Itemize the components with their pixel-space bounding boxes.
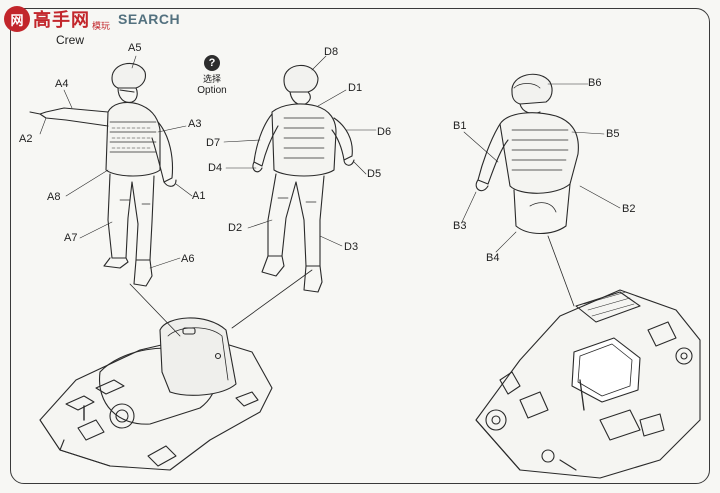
watermark-cn-text: 高手网 xyxy=(33,10,90,30)
part-label-d7: D7 xyxy=(206,137,221,149)
figure-b-soldier xyxy=(475,73,579,235)
watermark-search-text: SEARCH xyxy=(118,11,181,27)
part-label-b4: B4 xyxy=(486,252,500,264)
option-label-cn: 选择 xyxy=(202,74,221,84)
option-marker: ? 选择 Option xyxy=(190,55,234,97)
part-label-a4: A4 xyxy=(55,78,69,90)
part-label-a1: A1 xyxy=(192,190,206,202)
part-label-b5: B5 xyxy=(606,128,620,140)
figure-d-soldier xyxy=(252,64,355,293)
part-label-d2: D2 xyxy=(228,222,243,234)
leader-lines xyxy=(39,55,621,269)
watermark-logo: 网 xyxy=(4,6,30,32)
part-label-b3: B3 xyxy=(453,220,467,232)
part-label-d6: D6 xyxy=(377,126,392,138)
part-label-a3: A3 xyxy=(188,118,202,130)
part-label-d4: D4 xyxy=(208,162,223,174)
part-label-a7: A7 xyxy=(64,232,78,244)
placement-lines xyxy=(129,235,575,337)
part-label-d1: D1 xyxy=(348,82,363,94)
part-label-b1: B1 xyxy=(453,120,467,132)
part-label-a2: A2 xyxy=(19,133,33,145)
figure-a-soldier xyxy=(29,62,177,287)
watermark-cn-small: 模玩 xyxy=(92,21,111,31)
question-badge-icon: ? xyxy=(204,55,220,71)
part-label-a5: A5 xyxy=(128,42,142,54)
watermark: 网 高手网 模玩 SEARCH xyxy=(4,4,180,34)
part-label-d3: D3 xyxy=(344,241,359,253)
part-label-b6: B6 xyxy=(588,77,602,89)
hull-compartment xyxy=(475,289,701,479)
part-label-b2: B2 xyxy=(622,203,636,215)
option-label-en: Option xyxy=(197,85,227,96)
section-title: Crew xyxy=(56,33,85,47)
page-frame xyxy=(10,8,710,484)
part-label-d8: D8 xyxy=(324,46,339,58)
part-label-a8: A8 xyxy=(47,191,61,203)
hatch-assembly xyxy=(39,317,273,471)
part-label-a6: A6 xyxy=(181,253,195,265)
part-label-d5: D5 xyxy=(367,168,382,180)
